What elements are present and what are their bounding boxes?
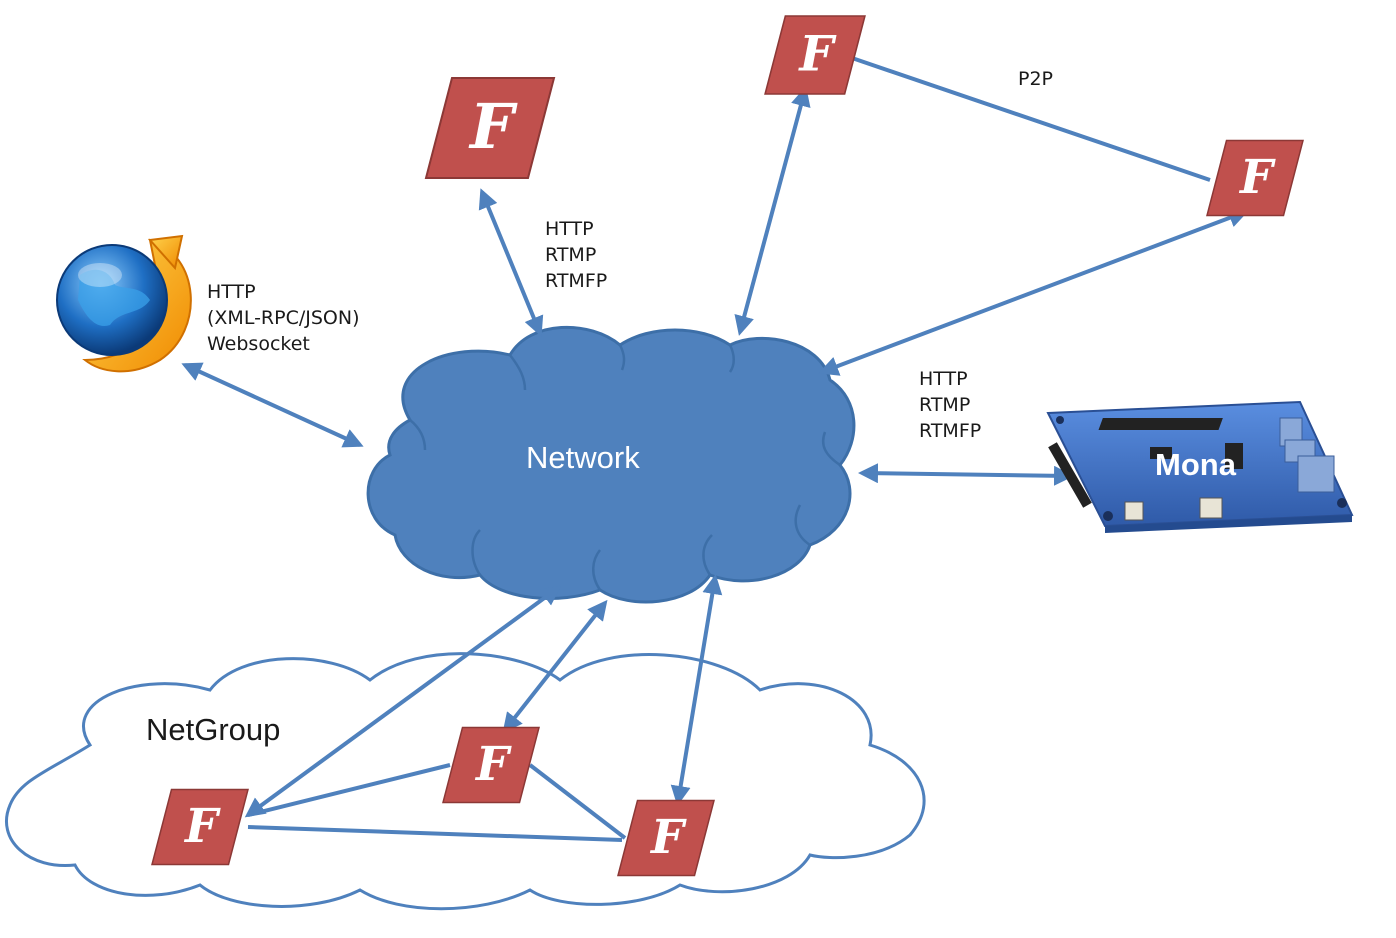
top-flash-protocol-line-1: HTTP [545, 218, 594, 240]
flash-icon-p2p [1206, 139, 1304, 217]
arrow-flash2-network [818, 208, 1249, 376]
network-label: Network [526, 440, 640, 475]
arrow-flash1-network [734, 86, 811, 336]
netgroup-label: NetGroup [146, 712, 281, 747]
browser-protocol-line-1: HTTP [207, 281, 256, 303]
network-cloud [366, 325, 856, 604]
browser-protocol-line-3: Websocket [207, 333, 310, 355]
flash-icon-netgroup-mid [442, 726, 540, 804]
flash-icon-topright [764, 15, 866, 95]
mona-protocol-line-2: RTMP [919, 394, 971, 416]
arrow-topflash-network [478, 188, 544, 337]
browser-protocol-label: HTTP (XML-RPC/JSON) Websocket [207, 279, 360, 357]
mona-protocol-label: HTTP RTMP RTMFP [919, 366, 981, 444]
arrow-browser-network [181, 362, 364, 448]
arrow-network-ngright [670, 574, 723, 806]
browser-protocol-line-2: (XML-RPC/JSON) [207, 307, 360, 329]
browser-globe-icon [56, 234, 192, 373]
flash-icon-top [425, 77, 555, 179]
mona-label: Mona [1155, 447, 1236, 482]
line-ng-left-right [247, 825, 623, 842]
mona-board-icon [1046, 400, 1354, 533]
line-ng-left-mid [247, 763, 451, 817]
arrow-network-mona [858, 463, 1074, 486]
line-p2p [851, 56, 1211, 182]
flash-icon-netgroup-left [151, 788, 249, 866]
top-flash-protocol-line-3: RTMFP [545, 270, 608, 292]
mona-protocol-line-1: HTTP [919, 368, 968, 390]
flash-icon-netgroup-right [617, 799, 715, 877]
top-flash-protocol-line-2: RTMP [545, 244, 597, 266]
line-ng-mid-right [528, 763, 627, 840]
p2p-label: P2P [1018, 68, 1054, 90]
top-flash-protocol-label: HTTP RTMP RTMFP [545, 216, 607, 294]
mona-protocol-line-3: RTMFP [919, 420, 982, 442]
arrow-network-ngmid [502, 599, 608, 734]
